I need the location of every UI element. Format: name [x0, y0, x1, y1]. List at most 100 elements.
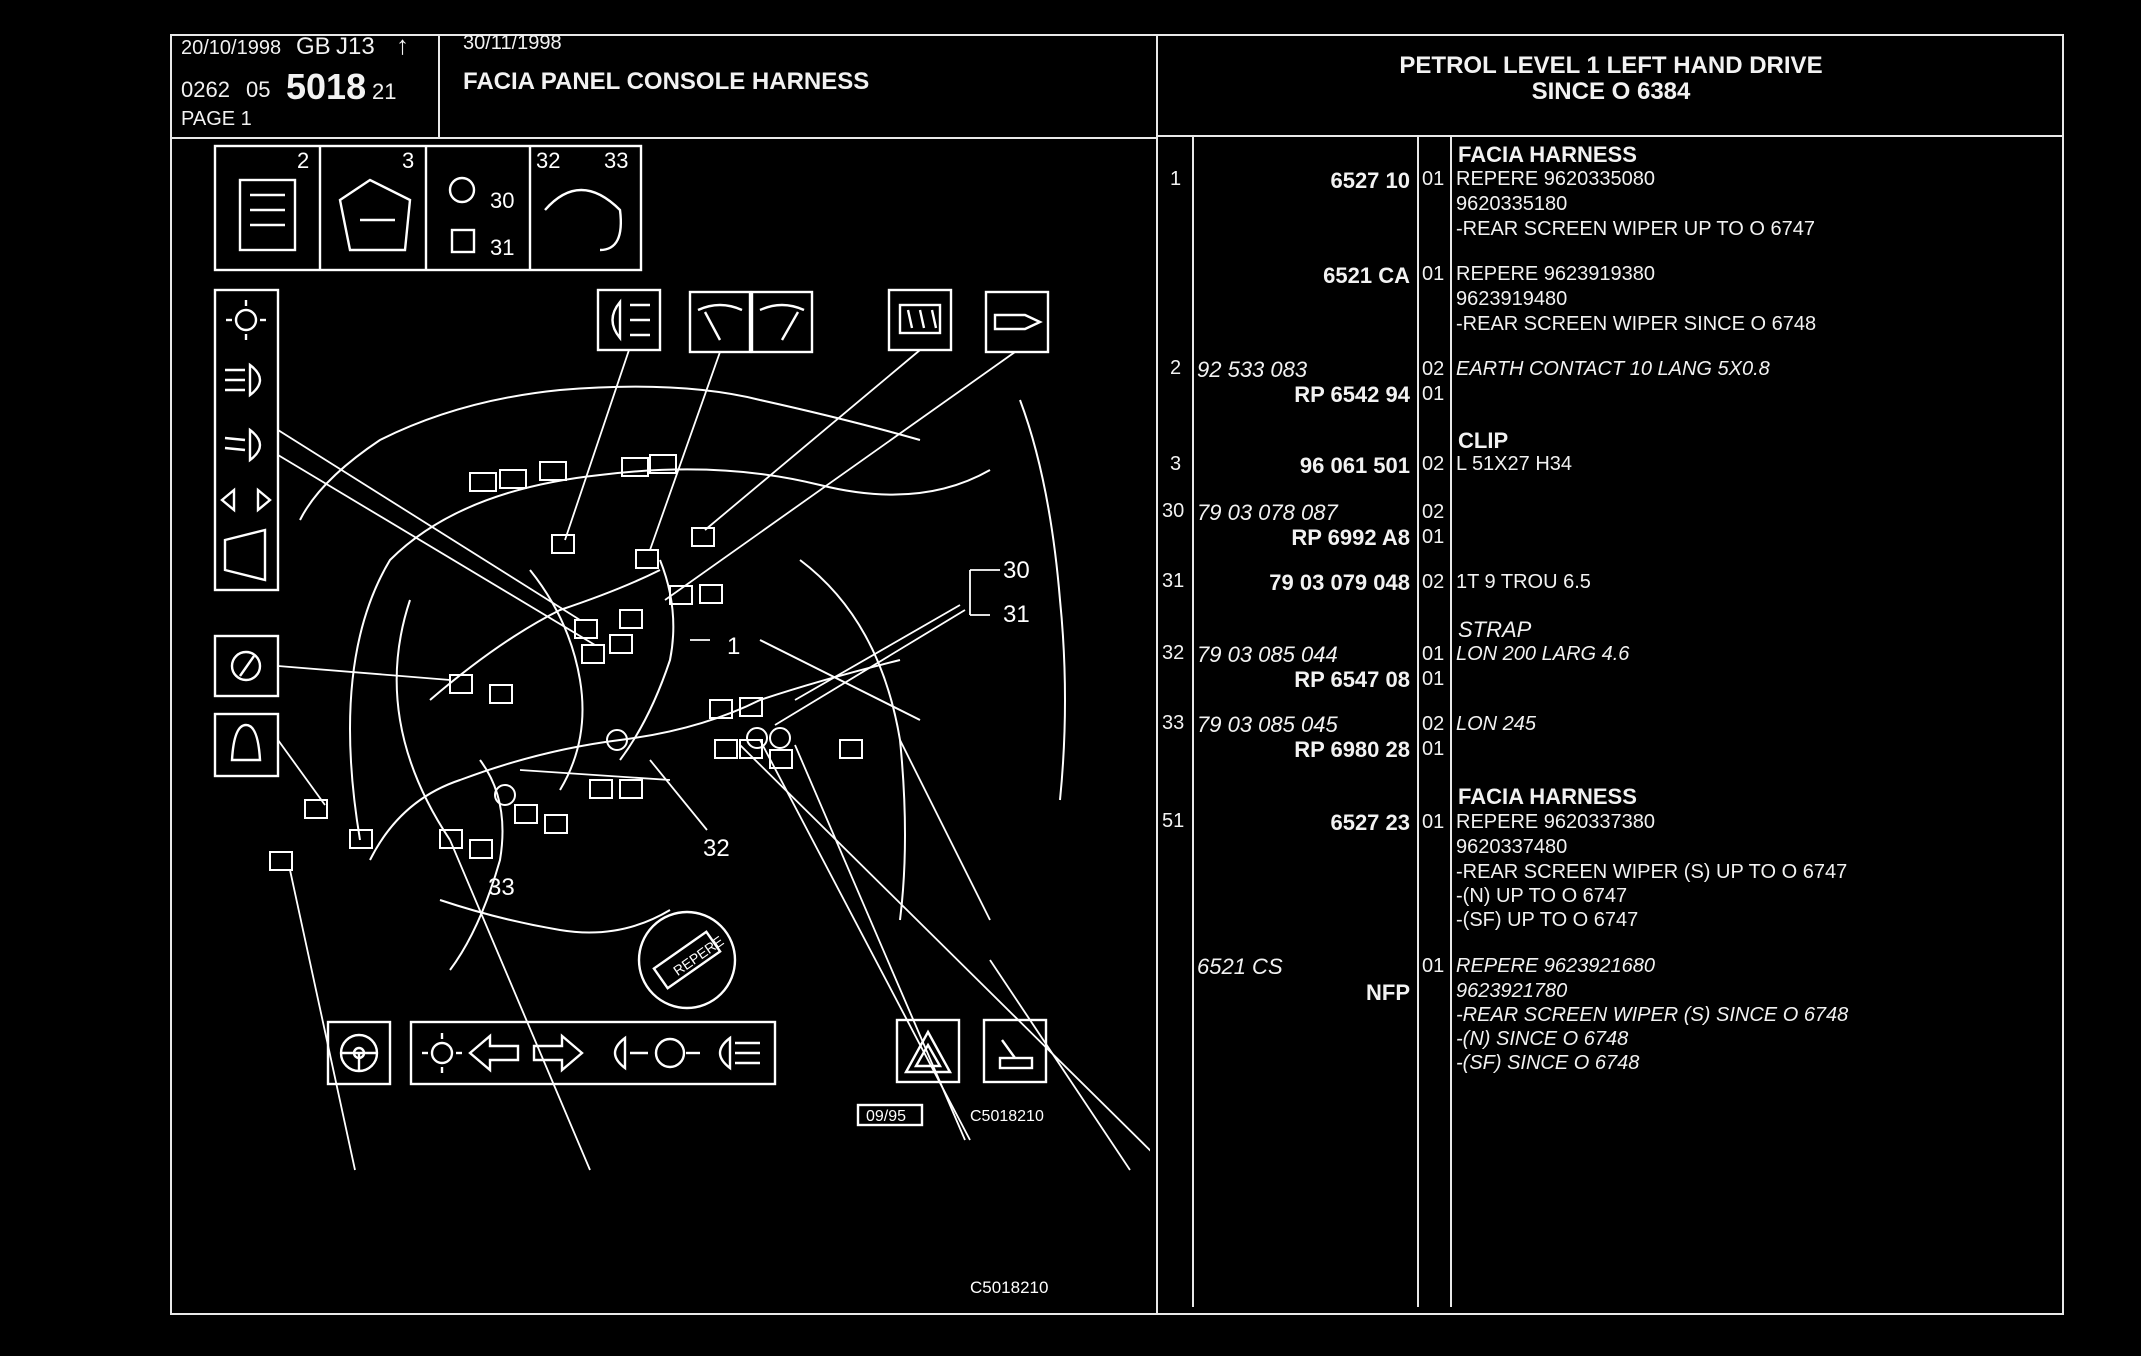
- row10-desc-3: -(N) SINCE O 6748: [1456, 1028, 1629, 1050]
- row10-desc-2: -REAR SCREEN WIPER (S) SINCE O 6748: [1456, 1004, 1849, 1026]
- box-label-2: 2: [297, 148, 309, 173]
- row9-qty: 01: [1422, 811, 1445, 833]
- header-divider-mid: [438, 34, 440, 138]
- row7-part: 79 03 085 044: [1197, 642, 1338, 667]
- row9-desc-4: -(SF) UP TO O 6747: [1456, 909, 1639, 931]
- variant-line-1: PETROL LEVEL 1 LEFT HAND DRIVE: [1399, 52, 1823, 79]
- row10-desc-0: REPERE 9623921680: [1456, 955, 1656, 977]
- row4-qty: 02: [1422, 453, 1445, 475]
- column-divider: [1156, 34, 1158, 1315]
- rear-light-icon: [654, 1037, 700, 1069]
- row8-ref: 33: [1162, 712, 1185, 734]
- light-bottom-icon: [422, 1033, 462, 1073]
- row7-qty: 01: [1422, 643, 1445, 665]
- date-code-box: [856, 1103, 924, 1127]
- row8-part: 79 03 085 045: [1197, 712, 1338, 737]
- parts-thumbnail-row: [213, 144, 643, 272]
- row2-desc-2: -REAR SCREEN WIPER SINCE O 6748: [1456, 313, 1817, 335]
- side-light-icon: [613, 1035, 648, 1071]
- indicator-icon: [220, 487, 272, 513]
- box-label-3: 3: [402, 148, 414, 173]
- row8-desc-0: LON 245: [1456, 713, 1537, 735]
- header-date-2: 30/11/1998: [463, 32, 562, 54]
- row2-desc-0: REPERE 9623919380: [1456, 263, 1656, 285]
- ashtray-icon: [213, 634, 280, 698]
- box-label-33: 33: [604, 148, 628, 173]
- row7-ref: 32: [1162, 642, 1185, 664]
- header-divider-right: [1158, 135, 2064, 137]
- variant-line-2: SINCE O 6384: [1531, 78, 1691, 105]
- row1-qty: 01: [1422, 168, 1445, 190]
- box-label-31: 31: [490, 235, 514, 260]
- row2-qty: 01: [1422, 263, 1445, 285]
- connector-block-icon: [238, 178, 297, 252]
- leader-lines: [277, 349, 1150, 1171]
- ref-bottom: C5018210: [970, 1278, 1048, 1297]
- row6-qty: 02: [1422, 571, 1445, 593]
- repere-badge-icon: [637, 910, 737, 1010]
- bottom-icon-strip: [409, 1020, 777, 1086]
- row9-ref: 51: [1162, 810, 1185, 832]
- lighter-icon: [982, 1018, 1048, 1084]
- row1-heading: FACIA HARNESS: [1458, 142, 1637, 167]
- parts-col-desc: [1450, 137, 1452, 1307]
- header-ref-code: J13: [336, 33, 375, 60]
- row7-qty2: 01: [1422, 668, 1445, 690]
- box-label-32: 32: [536, 148, 560, 173]
- earth-screw-icon: [448, 176, 476, 254]
- row3-rp: RP 6542 94: [1294, 382, 1410, 407]
- header-doc-number: 5018: [286, 66, 367, 107]
- row1-desc-0: REPERE 9620335080: [1456, 168, 1656, 190]
- row7-heading: STRAP: [1458, 617, 1532, 642]
- warning-bell-icon: [213, 712, 280, 778]
- row1-part: 6527 10: [1330, 168, 1410, 193]
- header-doc-prefix: 0262: [181, 77, 230, 102]
- steering-wheel-icon: [326, 1020, 392, 1086]
- row9-desc-1: 9620337480: [1456, 836, 1568, 858]
- callout-1: 1: [727, 633, 740, 660]
- row5-rp: RP 6992 A8: [1291, 525, 1410, 550]
- row6-ref: 31: [1162, 570, 1185, 592]
- screwdriver-icon: [984, 290, 1050, 354]
- document-frame: [170, 34, 2064, 1315]
- row6-part: 79 03 079 048: [1269, 570, 1410, 595]
- heated-rear-screen-icon: [887, 288, 953, 352]
- row2-part: 6521 CA: [1323, 263, 1410, 288]
- harness-diagram: 2 3 30 31 32 33: [213, 144, 1150, 1297]
- row6-desc-0: 1T 9 TROU 6.5: [1456, 571, 1591, 593]
- fog-light-icon: [718, 1035, 760, 1071]
- header-date-1: 20/10/1998: [181, 37, 282, 59]
- callout-33: 33: [488, 874, 515, 901]
- row8-qty: 02: [1422, 713, 1445, 735]
- row1-ref: 1: [1170, 168, 1182, 190]
- header-arrow: ↑: [396, 30, 409, 60]
- row7-rp: RP 6547 08: [1294, 667, 1410, 692]
- page-title: FACIA PANEL CONSOLE HARNESS: [463, 68, 870, 95]
- row3-desc-0: EARTH CONTACT 10 LANG 5X0.8: [1456, 358, 1770, 380]
- wiper-icon: [688, 290, 752, 354]
- row4-heading: CLIP: [1458, 428, 1509, 453]
- row10-desc-4: -(SF) SINCE O 6748: [1456, 1052, 1640, 1074]
- row3-part: 92 533 083: [1197, 357, 1308, 382]
- horn-icon: [223, 528, 267, 582]
- dipped-beam-icon: [224, 427, 262, 463]
- callout-31: 31: [1003, 601, 1030, 628]
- row3-ref: 2: [1170, 357, 1182, 379]
- row3-qty: 02: [1422, 358, 1445, 380]
- row5-qty: 02: [1422, 501, 1445, 523]
- header-country: GB: [296, 33, 331, 60]
- row4-ref: 3: [1170, 453, 1182, 475]
- main-beam-icon: [225, 362, 262, 398]
- rear-fog-icon: [596, 288, 662, 352]
- row10-desc-1: 9623921780: [1456, 980, 1568, 1002]
- rear-wiper-icon: [750, 290, 814, 354]
- hazard-icon: [895, 1018, 961, 1084]
- row1-desc-2: -REAR SCREEN WIPER UP TO O 6747: [1456, 218, 1815, 240]
- row5-ref: 30: [1162, 500, 1185, 522]
- row8-rp: RP 6980 28: [1294, 737, 1410, 762]
- header-doc-suffix: 21: [372, 79, 397, 104]
- row5-qty2: 01: [1422, 526, 1445, 548]
- left-arrow-icon: [468, 1033, 520, 1073]
- right-arrow-icon: [532, 1033, 584, 1073]
- strap-icon: [544, 188, 622, 252]
